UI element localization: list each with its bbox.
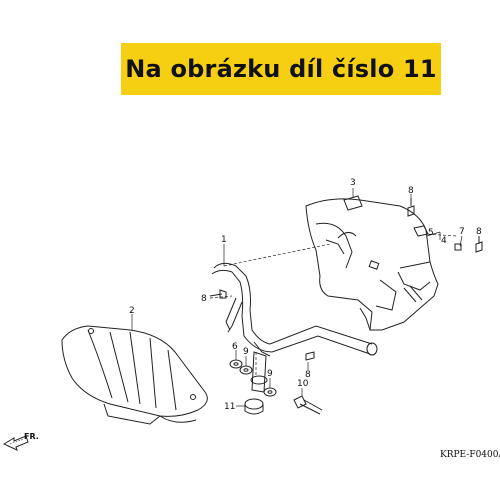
callout-7: 7 [459, 227, 465, 237]
washer-part-6 [229, 359, 243, 369]
callout-8-left: 8 [201, 294, 207, 304]
callout-8-right: 8 [476, 227, 482, 237]
stem-post [250, 351, 268, 393]
callout-labels: 1 2 3 4 5 6 7 8 8 8 8 9 9 10 11 [129, 178, 482, 412]
screw-part-8-left [209, 289, 227, 299]
washer-part-9-lower [263, 387, 277, 397]
handlebar-cover-part [61, 325, 208, 425]
callout-8-top: 8 [408, 186, 414, 196]
front-label: FR. [24, 432, 39, 441]
banner-text: Na obrázku díl číslo 11 [125, 55, 437, 83]
callout-10: 10 [297, 379, 309, 389]
callout-4: 4 [441, 236, 447, 246]
clip-part-5 [413, 225, 429, 237]
callout-8-mid: 8 [305, 370, 311, 380]
front-direction-arrow: FR. [2, 432, 39, 451]
diagram-code: KRPE-F0400A [440, 450, 500, 460]
screw-part-8-mid [305, 351, 315, 361]
callout-2: 2 [129, 306, 135, 316]
handlebar-upper-cover-part [305, 198, 439, 331]
rubber-part-11 [244, 398, 264, 415]
part-number-banner: Na obrázku díl číslo 11 [121, 43, 441, 95]
clip-part-3 [343, 195, 363, 211]
callout-6: 6 [232, 342, 238, 352]
callout-9-upper: 9 [243, 347, 249, 357]
leader-lines [131, 188, 480, 407]
callout-11: 11 [224, 402, 235, 412]
callout-5: 5 [428, 228, 434, 238]
bolt-part-10 [293, 395, 323, 415]
nut-part-7 [454, 243, 462, 251]
callout-1: 1 [221, 235, 227, 245]
handlebar-pipe-part [211, 262, 378, 357]
washer-part-9-upper [239, 365, 253, 375]
callout-9-lower: 9 [267, 369, 273, 379]
callout-3: 3 [350, 178, 356, 188]
